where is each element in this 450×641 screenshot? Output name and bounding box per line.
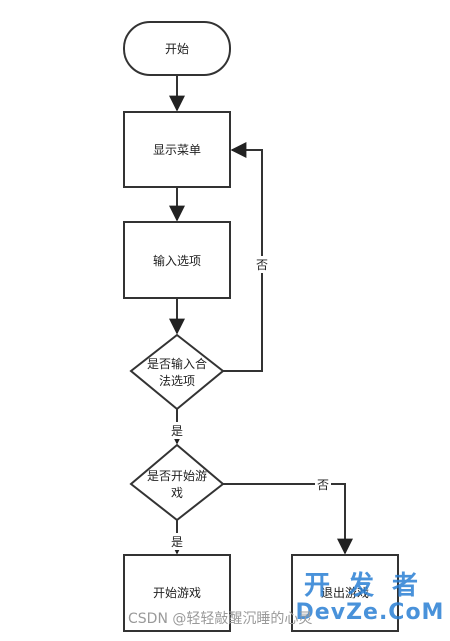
exit-game-label: 退出游戏 [321,586,369,600]
show-menu-box [123,111,231,188]
start-game-box [123,554,231,632]
valid-input-label-line2: 法选项 [159,374,195,388]
edge-label-invalid-no: 否 [256,258,268,272]
edge-label-valid-yes: 是 [171,424,183,438]
start-game-decision [129,443,225,522]
edge-startq-to-exit [223,483,353,555]
exit-game-box [291,554,399,632]
logo-top-text: 开发者 [303,571,436,601]
start-label: 开始 [165,42,189,56]
show-menu-label: 显示菜单 [153,143,201,157]
devze-logo: 开发者 DevZe.CoM [290,572,450,626]
start-terminator [123,21,231,76]
start-game-q-label-line1: 是否开始游 [147,469,207,483]
input-option-label: 输入选项 [153,253,201,268]
logo-bottom-text: DevZe.CoM [295,600,445,625]
edge-label-start-no: 否 [317,478,329,492]
valid-input-label-line1: 是否输入合 [147,356,207,371]
csdn-watermark: CSDN @轻轻敲醒沉睡的心灵 [128,611,313,627]
input-option-box [123,221,231,299]
edge-label-start-yes: 是 [171,535,183,549]
valid-input-decision [129,333,225,411]
start-game-q-label-line2: 戏 [171,486,183,500]
start-game-label: 开始游戏 [153,586,201,600]
